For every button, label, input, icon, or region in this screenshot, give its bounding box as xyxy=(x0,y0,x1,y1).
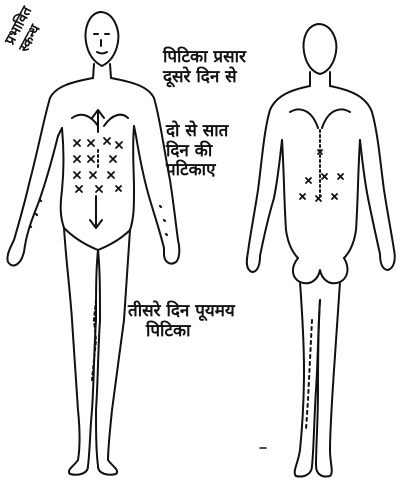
back-torso-right xyxy=(344,140,360,258)
third-day-line1: तीसरे दिन पूयमय xyxy=(128,302,278,322)
front-left-leg xyxy=(64,228,98,475)
rash-spread-line2: दूसरे दिन से xyxy=(163,68,283,88)
back-head xyxy=(304,24,337,74)
two-to-seven-line2: दिन की xyxy=(166,142,276,162)
back-shoulder-blades xyxy=(290,109,350,128)
back-torso xyxy=(282,140,298,258)
back-leg-trail xyxy=(306,320,312,430)
front-head xyxy=(86,12,119,66)
front-body-figure xyxy=(7,12,179,475)
rash-spread-label: पिटिका प्रसार दूसरे दिन से xyxy=(163,48,283,87)
front-arm-dots xyxy=(30,200,167,235)
two-to-seven-line3: पटिकाए xyxy=(166,161,276,181)
third-day-label: तीसरे दिन पूयमय पिटिका xyxy=(128,302,278,341)
two-to-seven-days-label: दो से सात दिन की पटिकाए xyxy=(166,122,276,181)
front-arrow-down xyxy=(90,196,102,228)
front-right-leg xyxy=(96,230,130,475)
front-torso-right xyxy=(130,126,134,230)
back-right-leg xyxy=(316,282,340,477)
front-chest xyxy=(72,115,128,126)
back-buttocks xyxy=(293,258,348,283)
two-to-seven-line1: दो से सात xyxy=(166,122,276,142)
back-body-figure xyxy=(247,24,395,477)
front-crotch xyxy=(64,228,130,250)
third-day-line2: पिटिका xyxy=(128,322,278,342)
front-face xyxy=(94,34,109,54)
front-torso xyxy=(61,128,64,228)
back-rash-markers xyxy=(300,150,343,201)
rash-spread-line1: पिटिका प्रसार xyxy=(163,48,283,68)
